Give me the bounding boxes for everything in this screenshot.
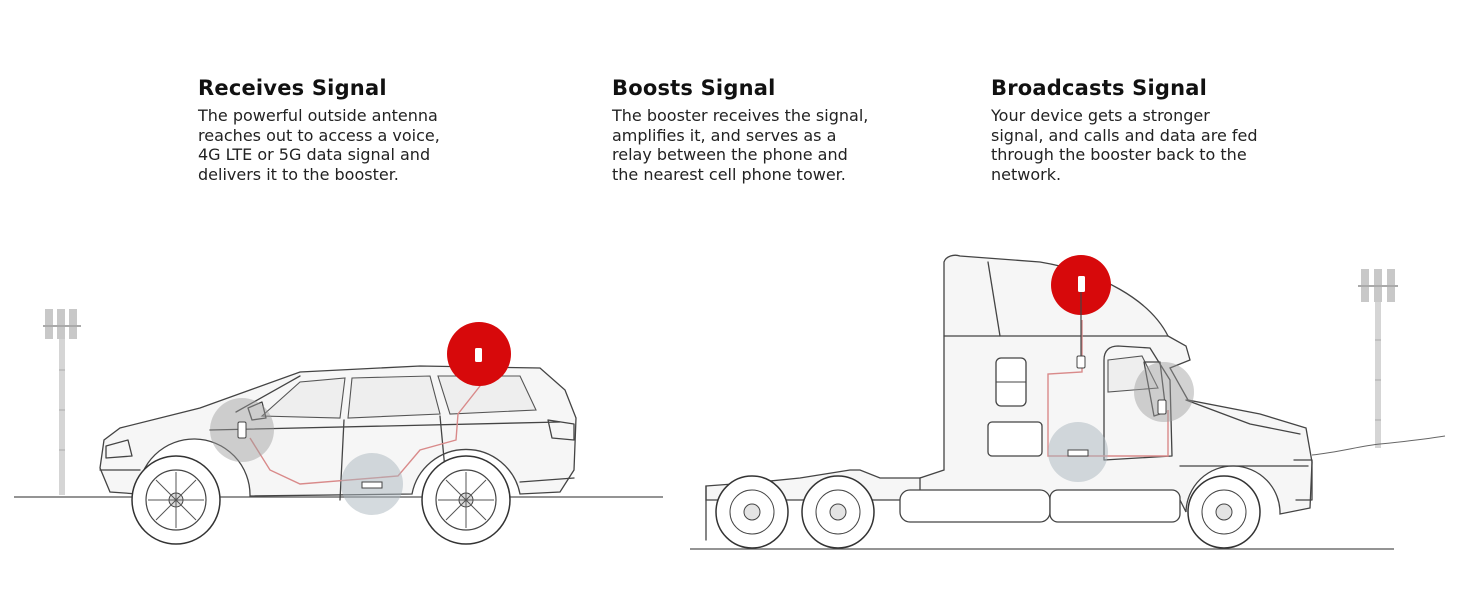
cell-tower-icon bbox=[1311, 269, 1446, 456]
cell-tower-icon bbox=[43, 309, 81, 495]
step-broadcasts-signal: Broadcasts Signal Your device gets a str… bbox=[991, 76, 1261, 184]
step-boosts-signal: Boosts Signal The booster receives the s… bbox=[612, 76, 872, 184]
antenna-icon bbox=[1076, 276, 1086, 369]
step-heading: Receives Signal bbox=[198, 76, 387, 100]
step-description: The powerful outside antenna reaches out… bbox=[198, 106, 440, 184]
step-description: The booster receives the signal, amplifi… bbox=[612, 106, 869, 184]
booster-icon bbox=[1067, 449, 1089, 457]
step-receives-signal: Receives Signal The powerful outside ant… bbox=[198, 76, 458, 184]
phone-icon bbox=[1157, 399, 1167, 415]
phone-icon bbox=[237, 421, 247, 439]
step-heading: Boosts Signal bbox=[612, 76, 776, 100]
suv-icon bbox=[99, 362, 577, 545]
step-heading: Broadcasts Signal bbox=[991, 76, 1208, 100]
antenna-icon bbox=[475, 348, 482, 362]
step-description: Your device gets a stronger signal, and … bbox=[991, 106, 1258, 184]
phone-halo bbox=[1134, 362, 1194, 422]
booster-icon bbox=[361, 481, 383, 489]
semi-truck-icon bbox=[705, 254, 1313, 549]
